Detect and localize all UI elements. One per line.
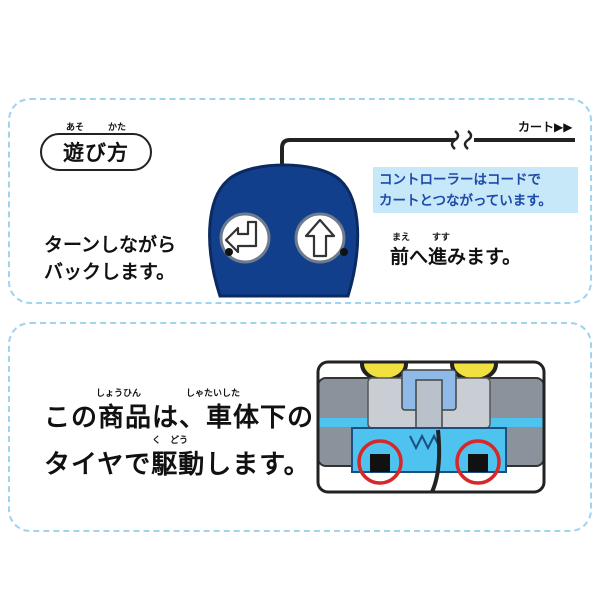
turn-back-arrow-icon [224,220,258,254]
ruby-shatai: しゃたいした [186,389,241,399]
car-cord [430,429,442,492]
chassis-center [415,379,443,431]
left-drive-tire [370,454,390,472]
badge-label: 遊び方 [63,141,129,165]
how-to-play-badge: 遊び方 [40,133,152,171]
chassis-spring [409,433,441,451]
top-right-wheel [450,362,498,382]
cart-label: カート▶▶ [518,120,573,134]
right-drive-tire [468,454,488,472]
ruby-shouhin: しょうひん [96,389,142,399]
drive-text-line-1: この商品は、車体下の [44,403,315,433]
cord-break-mark-2 [463,130,473,150]
turn-back-line-2: バックします。 [44,261,176,283]
ruby-mae: まえ [392,233,411,243]
top-left-wheel [360,362,408,382]
right-pointer-dot [340,248,348,256]
controller-cord [280,138,455,168]
drive-info-panel [8,322,592,532]
note-line-2: カートとつながっています。 [379,193,552,209]
right-blue-stripe [482,418,544,427]
note-line-1: コントローラーはコードで [379,172,541,188]
ruby-susu: すす [432,233,451,243]
drive-text-line-2: タイヤで駆動します。 [44,450,311,480]
forward-description: 前へ進みます。 [390,246,522,268]
left-tire-highlight [357,439,403,485]
left-pointer-dot [225,248,233,256]
badge-ruby-left: あそ [66,123,85,133]
badge-ruby-right: かた [108,123,127,133]
cord-note: コントローラーはコードで カートとつながっています。 [373,167,578,213]
how-to-play-panel [8,98,592,304]
cord-break-mark [450,130,460,150]
turn-back-line-1: ターンしながら [44,234,177,256]
forward-arrow-icon [304,218,336,258]
forward-button [294,212,346,264]
car-photo-frame [316,360,546,494]
turn-back-button [219,212,271,264]
ruby-kudou: く どう [152,436,189,446]
turn-back-description: ターンしながら バックします。 [44,232,176,286]
right-tire-highlight [455,439,501,485]
left-blue-stripe [318,418,378,427]
